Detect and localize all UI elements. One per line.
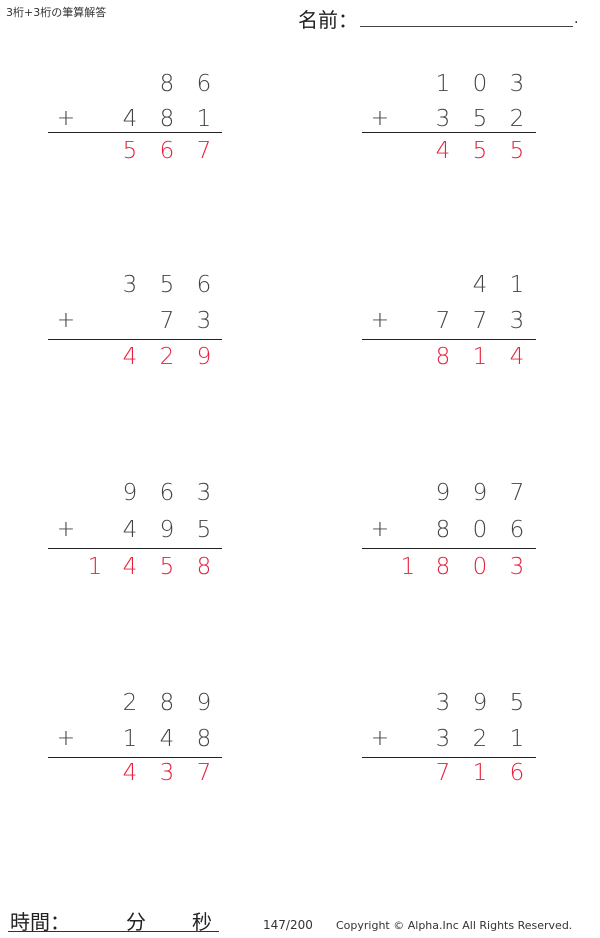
answer-digit: 5 xyxy=(472,138,488,164)
bottom-operand-digit: 3 xyxy=(435,106,451,132)
answer-digit: 4 xyxy=(122,344,138,370)
plus-operator: + xyxy=(370,517,390,542)
copyright-text: Copyright © Alpha.Inc All Rights Reserve… xyxy=(336,919,573,932)
bottom-operand-digit: 4 xyxy=(122,517,138,543)
answer-digit: 1 xyxy=(472,760,488,786)
minutes-label: 分 xyxy=(126,910,146,934)
answer-digit: 1 xyxy=(87,554,103,580)
bottom-operand-digit: 1 xyxy=(122,726,138,752)
bottom-operand-digit: 1 xyxy=(509,726,525,752)
top-operand-digit: 4 xyxy=(472,272,488,298)
top-operand-digit: 6 xyxy=(196,71,212,97)
top-operand-digit: 3 xyxy=(435,690,451,716)
sum-rule-line xyxy=(48,132,222,133)
top-operand-digit: 5 xyxy=(159,272,175,298)
top-operand-digit: 2 xyxy=(122,690,138,716)
plus-operator: + xyxy=(56,517,76,542)
plus-operator: + xyxy=(56,106,76,131)
answer-digit: 8 xyxy=(435,344,451,370)
bottom-operand-digit: 8 xyxy=(196,726,212,752)
sum-rule-line xyxy=(362,757,536,758)
bottom-operand-digit: 7 xyxy=(159,308,175,334)
name-field[interactable] xyxy=(360,26,573,27)
answer-digit: 8 xyxy=(196,554,212,580)
time-field[interactable] xyxy=(8,931,219,932)
sum-rule-line xyxy=(362,132,536,133)
top-operand-digit: 5 xyxy=(509,690,525,716)
sum-rule-line xyxy=(48,757,222,758)
bottom-operand-digit: 7 xyxy=(435,308,451,334)
worksheet-title: 3桁+3桁の筆算解答 xyxy=(6,6,107,19)
answer-digit: 8 xyxy=(435,554,451,580)
bottom-operand-digit: 3 xyxy=(435,726,451,752)
sum-rule-line xyxy=(48,339,222,340)
bottom-operand-digit: 8 xyxy=(435,517,451,543)
bottom-operand-digit: 4 xyxy=(122,106,138,132)
top-operand-digit: 3 xyxy=(122,272,138,298)
sum-rule-line xyxy=(362,339,536,340)
top-operand-digit: 1 xyxy=(509,272,525,298)
answer-digit: 5 xyxy=(122,138,138,164)
answer-digit: 3 xyxy=(509,554,525,580)
bottom-operand-digit: 3 xyxy=(196,308,212,334)
top-operand-digit: 9 xyxy=(122,480,138,506)
time-label: 時間： xyxy=(10,910,70,934)
answer-digit: 0 xyxy=(472,554,488,580)
answer-digit: 1 xyxy=(472,344,488,370)
answer-digit: 2 xyxy=(159,344,175,370)
plus-operator: + xyxy=(370,726,390,751)
bottom-operand-digit: 7 xyxy=(472,308,488,334)
bottom-operand-digit: 5 xyxy=(196,517,212,543)
seconds-label: 秒 xyxy=(192,910,212,934)
answer-digit: 7 xyxy=(196,760,212,786)
answer-digit: 6 xyxy=(509,760,525,786)
top-operand-digit: 6 xyxy=(159,480,175,506)
answer-digit: 3 xyxy=(159,760,175,786)
answer-digit: 5 xyxy=(159,554,175,580)
top-operand-digit: 7 xyxy=(509,480,525,506)
top-operand-digit: 9 xyxy=(196,690,212,716)
top-operand-digit: 3 xyxy=(196,480,212,506)
bottom-operand-digit: 0 xyxy=(472,517,488,543)
bottom-operand-digit: 2 xyxy=(472,726,488,752)
answer-digit: 6 xyxy=(159,138,175,164)
answer-digit: 4 xyxy=(509,344,525,370)
top-operand-digit: 3 xyxy=(509,71,525,97)
bottom-operand-digit: 1 xyxy=(196,106,212,132)
bottom-operand-digit: 8 xyxy=(159,106,175,132)
answer-digit: 4 xyxy=(435,138,451,164)
answer-digit: 5 xyxy=(509,138,525,164)
top-operand-digit: 9 xyxy=(472,480,488,506)
top-operand-digit: 0 xyxy=(472,71,488,97)
plus-operator: + xyxy=(370,308,390,333)
answer-digit: 4 xyxy=(122,760,138,786)
top-operand-digit: 6 xyxy=(196,272,212,298)
top-operand-digit: 8 xyxy=(159,690,175,716)
name-label: 名前： xyxy=(298,8,358,32)
answer-digit: 7 xyxy=(435,760,451,786)
answer-digit: 7 xyxy=(196,138,212,164)
sum-rule-line xyxy=(362,548,536,549)
plus-operator: + xyxy=(370,106,390,131)
bottom-operand-digit: 2 xyxy=(509,106,525,132)
top-operand-digit: 8 xyxy=(159,71,175,97)
name-terminator: . xyxy=(574,11,579,27)
plus-operator: + xyxy=(56,726,76,751)
sum-rule-line xyxy=(48,548,222,549)
bottom-operand-digit: 5 xyxy=(472,106,488,132)
top-operand-digit: 9 xyxy=(435,480,451,506)
bottom-operand-digit: 3 xyxy=(509,308,525,334)
answer-digit: 4 xyxy=(122,554,138,580)
plus-operator: + xyxy=(56,308,76,333)
top-operand-digit: 9 xyxy=(472,690,488,716)
top-operand-digit: 1 xyxy=(435,71,451,97)
answer-digit: 1 xyxy=(400,554,416,580)
bottom-operand-digit: 9 xyxy=(159,517,175,543)
bottom-operand-digit: 6 xyxy=(509,517,525,543)
answer-digit: 9 xyxy=(196,344,212,370)
bottom-operand-digit: 4 xyxy=(159,726,175,752)
page-number: 147/200 xyxy=(263,918,313,932)
